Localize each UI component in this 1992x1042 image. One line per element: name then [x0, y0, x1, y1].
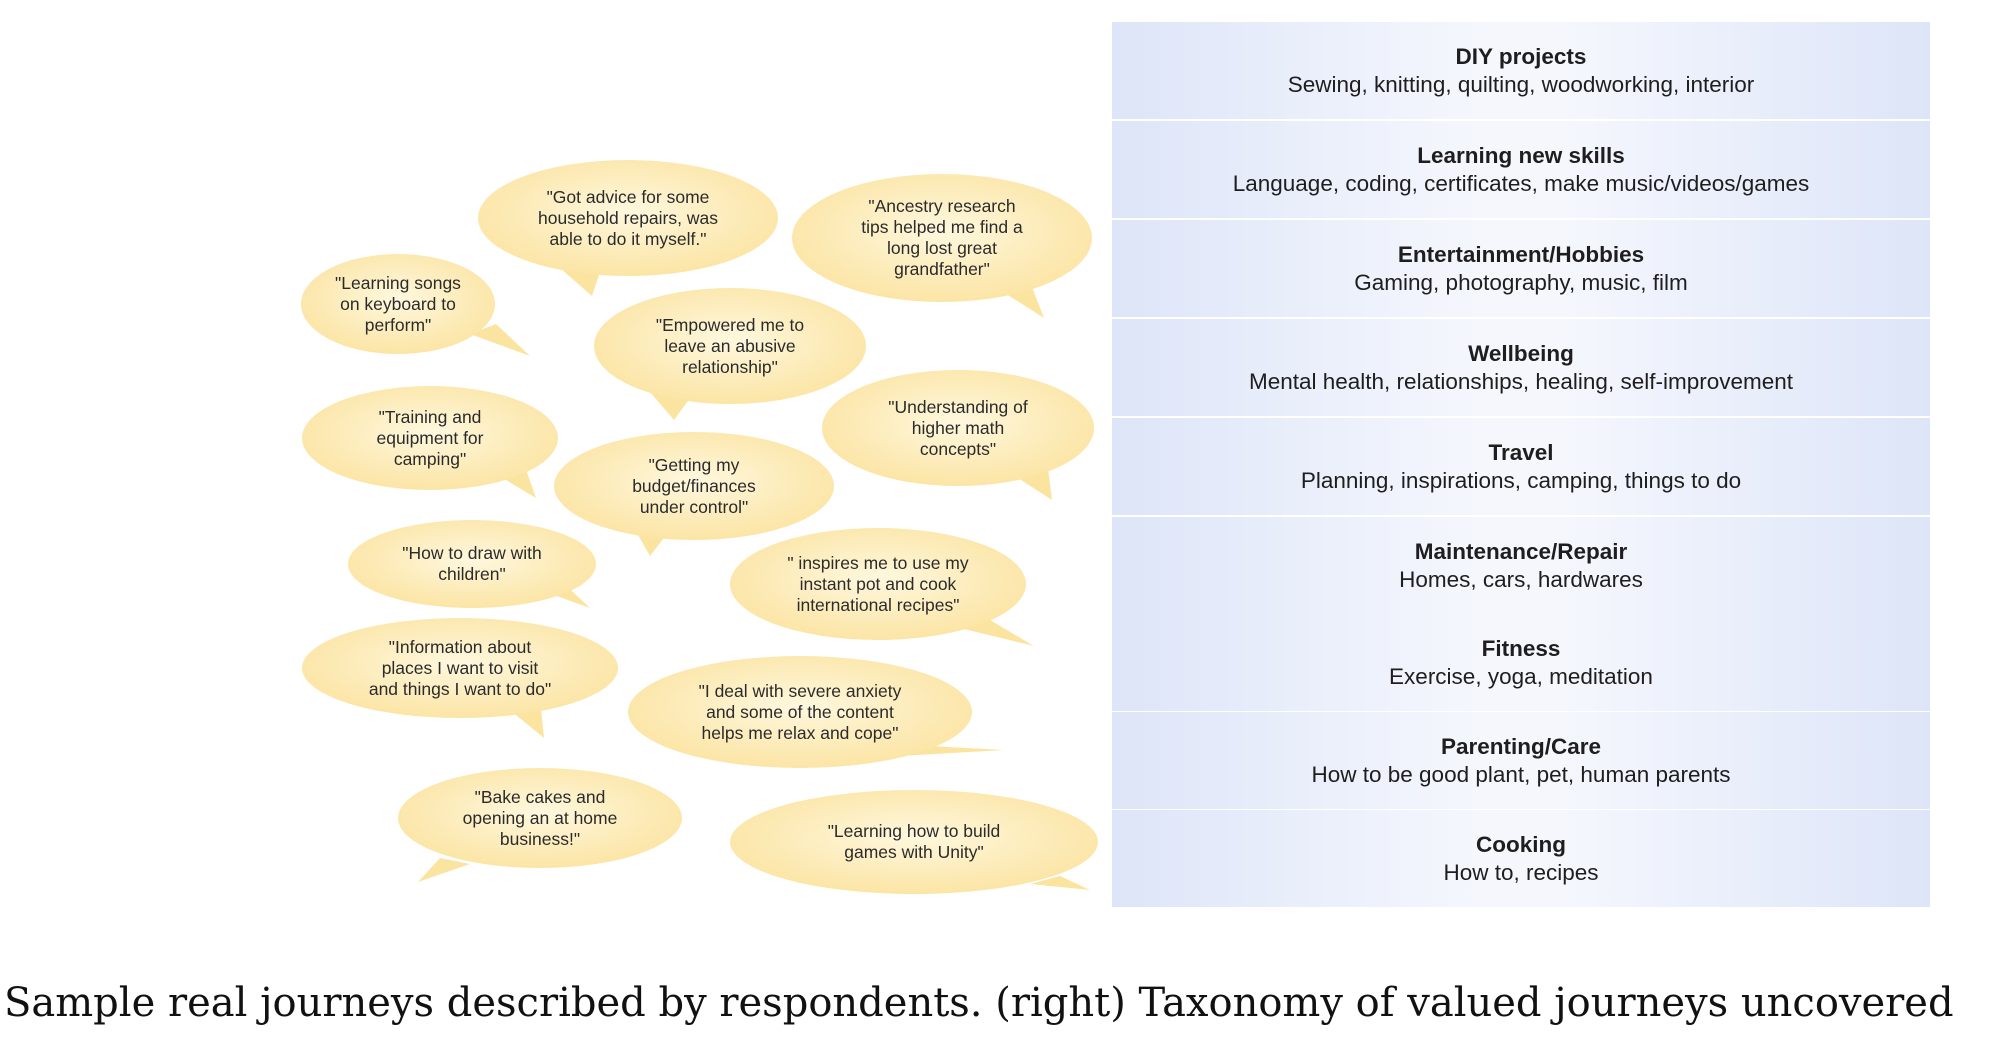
speech-bubble-budget [554, 432, 834, 556]
speech-bubble-body [478, 160, 778, 276]
speech-bubble-empowered [594, 288, 866, 420]
taxonomy-title: Entertainment/Hobbies [1397, 241, 1645, 267]
speech-bubble-places-visit [302, 618, 618, 738]
speech-bubble-household-repairs [478, 160, 778, 296]
speech-bubble-tail [960, 620, 1034, 646]
taxonomy-title: Cooking [1476, 831, 1566, 857]
taxonomy-description: Mental health, relationships, healing, s… [1248, 368, 1794, 394]
speech-bubble-body [730, 528, 1026, 640]
taxonomy-title: Travel [1488, 439, 1554, 465]
speech-bubble-body [730, 790, 1098, 894]
speech-bubble-higher-math [822, 370, 1094, 500]
speech-bubbles-canvas [301, 160, 1098, 894]
speech-bubble-body [301, 254, 495, 354]
speech-bubble-bake-cakes [398, 768, 682, 882]
speech-bubble-body [792, 174, 1092, 302]
speech-bubble-body [348, 520, 596, 608]
speech-bubble-draw-children [348, 520, 596, 608]
speech-bubble-body [628, 656, 972, 768]
taxonomy-description: How to be good plant, pet, human parents [1311, 761, 1731, 787]
speech-bubble-tail [560, 268, 600, 296]
taxonomy-description: Sewing, knitting, quilting, woodworking,… [1287, 71, 1755, 97]
taxonomy-description: Homes, cars, hardwares [1399, 566, 1643, 592]
speech-bubble-instant-pot [730, 528, 1034, 646]
speech-bubble-tail [470, 324, 530, 356]
taxonomy-title: Fitness [1481, 635, 1561, 661]
figure-caption: Sample real journeys described by respon… [4, 980, 1954, 1026]
taxonomy-title: Maintenance/Repair [1414, 538, 1628, 564]
taxonomy-title: Wellbeing [1468, 340, 1574, 366]
taxonomy-description: Gaming, photography, music, film [1354, 269, 1688, 295]
taxonomy-title: Learning new skills [1417, 142, 1625, 168]
speech-bubble-body [302, 386, 558, 490]
speech-bubble-tail [418, 858, 470, 882]
speech-bubble-ancestry-research [792, 174, 1092, 318]
speech-bubble-anxiety [628, 656, 1004, 768]
speech-bubble-unity-games [730, 790, 1098, 894]
taxonomy-title: Parenting/Care [1440, 733, 1602, 759]
taxonomy-description: Planning, inspirations, camping, things … [1300, 467, 1742, 493]
taxonomy-description: Language, coding, certificates, make mus… [1232, 170, 1810, 196]
taxonomy-description: How to, recipes [1443, 859, 1599, 885]
taxonomy-description: Exercise, yoga, meditation [1389, 663, 1653, 689]
speech-bubble-body [398, 768, 682, 868]
speech-bubble-learning-songs [301, 254, 530, 356]
taxonomy-title: DIY projects [1455, 43, 1587, 69]
speech-bubble-camping [302, 386, 558, 498]
speech-bubble-tail [1030, 876, 1090, 890]
speech-bubble-body [302, 618, 618, 718]
speech-bubble-body [822, 370, 1094, 486]
speech-bubble-body [594, 288, 866, 404]
speech-bubble-body [554, 432, 834, 540]
